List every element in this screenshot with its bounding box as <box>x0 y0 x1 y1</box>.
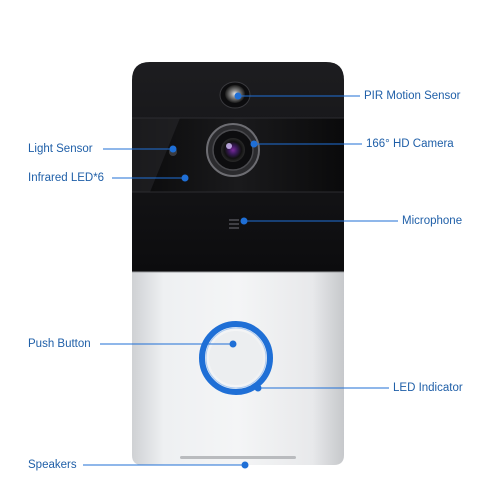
callout-lines <box>83 92 398 469</box>
light-sensor-label: Light Sensor <box>28 143 93 155</box>
infrared-led-label: Infrared LED*6 <box>28 172 105 184</box>
camera-lens <box>206 123 260 177</box>
pir-motion-sensor-label: PIR Motion Sensor <box>364 90 461 102</box>
speakers-label: Speakers <box>28 459 77 471</box>
hd-camera-label: 166° HD Camera <box>366 138 454 150</box>
push-button <box>199 321 273 395</box>
doorbell-body <box>132 62 344 465</box>
microphone-label: Microphone <box>402 215 463 227</box>
microphone-grille <box>229 219 239 229</box>
push-button-label: Push Button <box>28 338 91 350</box>
led-indicator-label: LED Indicator <box>393 382 463 394</box>
